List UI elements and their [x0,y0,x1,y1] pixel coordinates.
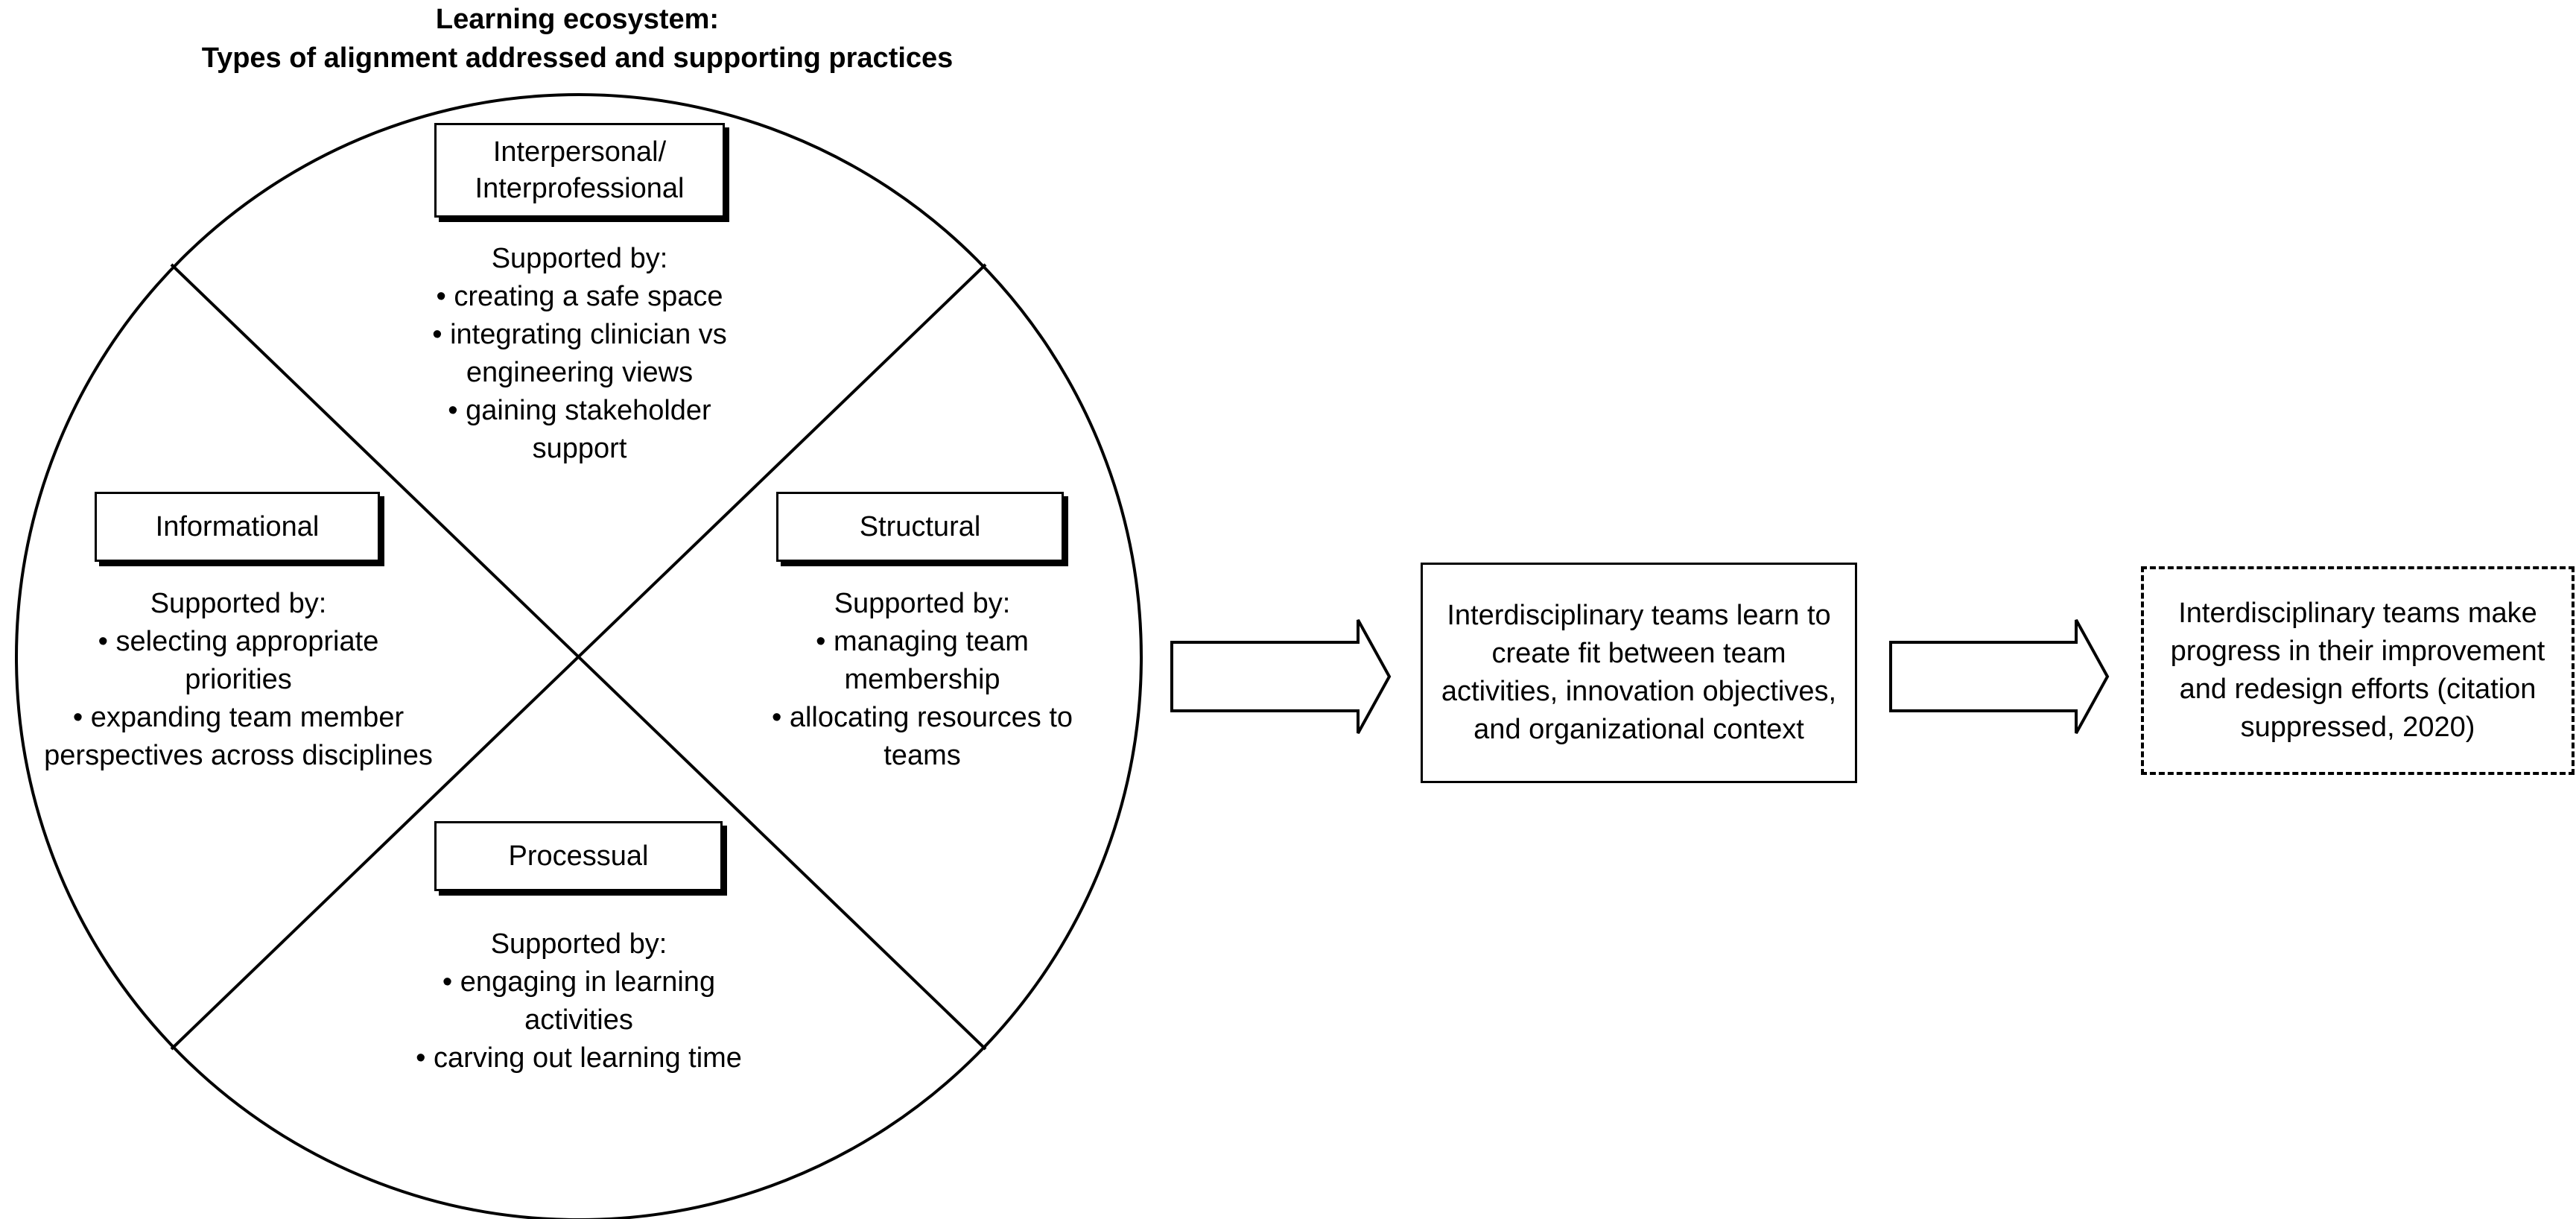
informational-label: Informational [155,510,320,542]
structural-label-box: Structural [776,492,1064,562]
list-item: allocating resources to teams [752,699,1092,775]
informational-supports: Supported by: selecting appropriate prio… [41,585,436,775]
structural-support-list: managing team membership allocating reso… [752,623,1092,775]
list-item: gaining stakeholder support [402,392,757,468]
interpersonal-support-list: creating a safe space integrating clinic… [402,278,757,468]
list-item: carving out learning time [411,1039,746,1077]
interpersonal-label-line-2: Interprofessional [475,172,685,204]
processual-supports: Supported by: engaging in learning activ… [411,925,746,1077]
processual-support-list: engaging in learning activities carving … [411,963,746,1077]
list-item: managing team membership [752,623,1092,699]
supported-by-heading: Supported by: [150,588,327,619]
supported-by-heading: Supported by: [491,243,668,274]
quadrant-divider-tr-bl [170,263,987,1051]
structural-supports: Supported by: managing team membership a… [752,585,1092,775]
informational-label-box: Informational [95,492,380,562]
list-item: integrating clinician vs engineering vie… [402,316,757,392]
outcome-box: Interdisciplinary teams learn to create … [1421,563,1857,783]
list-item: expanding team member perspectives acros… [41,699,436,775]
diagram-title: Learning ecosystem: Types of alignment a… [0,0,1155,77]
result-box: Interdisciplinary teams make progress in… [2141,566,2575,775]
title-line-2: Types of alignment addressed and support… [201,42,954,74]
list-item: selecting appropriate priorities [41,623,436,699]
result-text: Interdisciplinary teams make progress in… [2170,598,2545,743]
list-item: creating a safe space [402,278,757,316]
interpersonal-label-line-1: Interpersonal/ [492,136,667,168]
arrow-right-2 [1889,619,2110,734]
structural-label: Structural [859,510,981,542]
processual-label-box: Processual [434,821,723,891]
processual-label: Processual [508,840,649,872]
interpersonal-supports: Supported by: creating a safe space inte… [402,240,757,468]
ecosystem-circle [15,93,1143,1219]
title-line-1: Learning ecosystem: [435,4,720,35]
supported-by-heading: Supported by: [834,588,1011,619]
outcome-text: Interdisciplinary teams learn to create … [1441,600,1837,745]
supported-by-heading: Supported by: [490,928,667,960]
list-item: engaging in learning activities [411,963,746,1039]
arrow-right-1 [1170,619,1392,734]
interpersonal-label-box: Interpersonal/ Interprofessional [434,123,725,218]
informational-support-list: selecting appropriate priorities expandi… [41,623,436,775]
